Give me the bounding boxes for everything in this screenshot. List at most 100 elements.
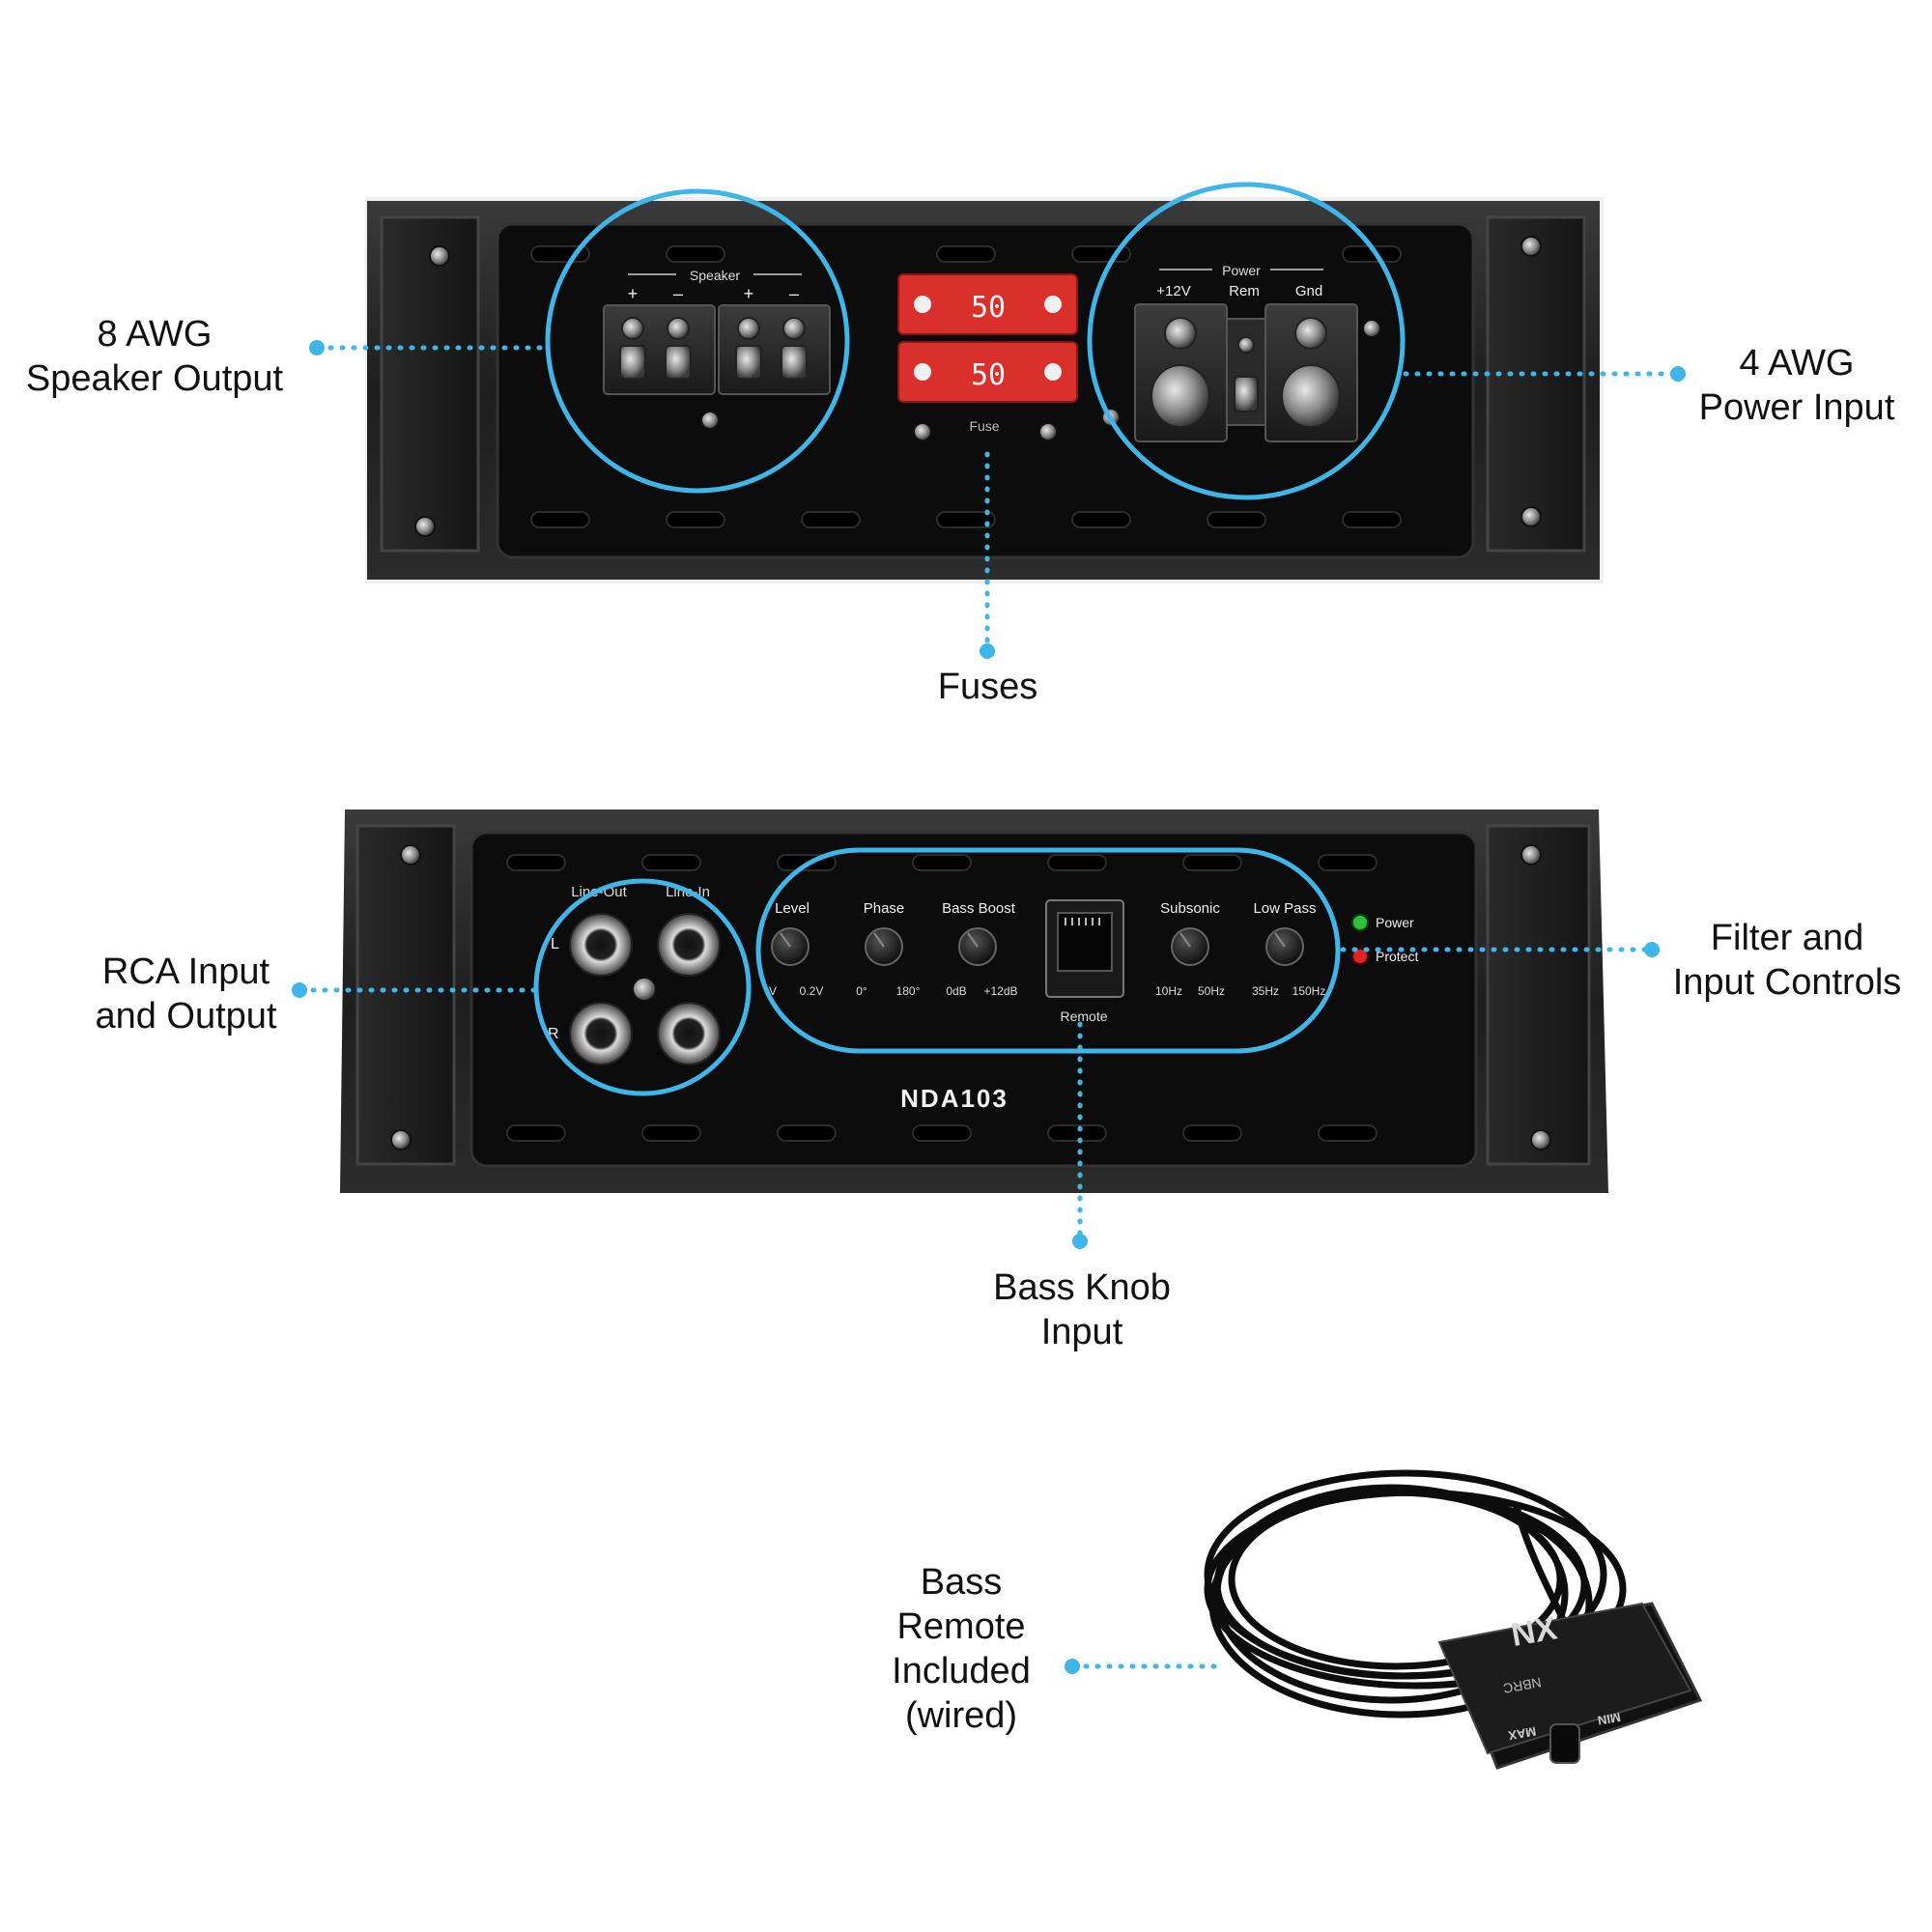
led-power-label: Power <box>1376 915 1414 930</box>
fuse-label: Fuse <box>969 418 999 434</box>
remote-port-pins <box>1065 918 1100 925</box>
callout-speaker-output-line1: 8 AWG <box>97 314 213 355</box>
knob-low-pass[interactable]: Low Pass 35Hz 150Hz <box>1252 900 1325 998</box>
power-led <box>1351 914 1369 931</box>
speaker-screws <box>619 317 808 380</box>
power-label: Power <box>1222 263 1261 278</box>
speaker-terminal-block[interactable]: Speaker + – + – <box>603 268 831 395</box>
amp-signal-side-panel: Line-Out Line-In L R Level V 0.2V Phase <box>340 810 1608 1193</box>
rca-jack-group[interactable]: Line-Out Line-In L R <box>548 884 721 1065</box>
rca-out-right[interactable] <box>569 1002 633 1065</box>
callout-rca-line2: and Output <box>95 996 277 1037</box>
callout-endpoints <box>292 340 1686 1674</box>
callout-bass-remote-line1: Bass <box>920 1562 1003 1603</box>
knob-subsonic-min: 10Hz <box>1155 984 1182 998</box>
terminal-rem-label: Rem <box>1229 283 1260 299</box>
callout-bass-knob: Bass Knob Input <box>966 1265 1198 1354</box>
highlight-rings-top <box>545 182 1406 500</box>
speaker-polarity-1: + <box>628 284 639 303</box>
remote-port[interactable]: Remote <box>1045 899 1124 1024</box>
callout-power-input-line1: 4 AWG <box>1739 343 1855 384</box>
callout-power-input: 4 AWG Power Input <box>1690 341 1903 430</box>
remote-model-text: NBRC <box>1502 1675 1543 1697</box>
callout-filter-controls-line2: Input Controls <box>1672 962 1902 1003</box>
fuse-1 <box>897 273 1078 335</box>
speaker-polarity-2: – <box>673 284 683 303</box>
knob-bass-boost[interactable]: Bass Boost 0dB +12dB <box>942 900 1017 998</box>
knob-bass-boost-min: 0dB <box>946 984 966 998</box>
knob-low-pass-label: Low Pass <box>1253 900 1316 917</box>
speaker-label: Speaker <box>690 268 740 283</box>
knob-level[interactable]: Level V 0.2V <box>769 900 823 998</box>
power-screws <box>1151 317 1341 428</box>
knob-subsonic[interactable]: Subsonic 10Hz 50Hz <box>1155 900 1225 998</box>
callout-bass-remote-line4: (wired) <box>904 1695 1018 1736</box>
remote-logo: NX <box>1509 1609 1560 1654</box>
remote-min-label: MIN <box>1597 1710 1622 1728</box>
power-terminal-block[interactable]: Power +12V Rem Gnd <box>1134 263 1358 442</box>
speaker-polarity-3: + <box>744 284 754 303</box>
left-end-cap-bottom <box>355 824 456 1166</box>
callout-bass-knob-line2: Input <box>1040 1312 1123 1352</box>
knob-level-min: V <box>769 984 777 998</box>
fuse-2-value: 50 <box>971 358 1006 392</box>
remote-top-face <box>1437 1602 1692 1755</box>
remote-max-label: MAX <box>1507 1724 1537 1744</box>
protect-led <box>1351 948 1369 965</box>
terminal-12v-label: +12V <box>1156 283 1190 299</box>
knob-subsonic-max: 50Hz <box>1198 984 1225 998</box>
knob-subsonic-label: Subsonic <box>1160 900 1220 917</box>
remote-cable-coil <box>1204 1469 1627 1719</box>
callout-filter-controls: Filter and Input Controls <box>1657 916 1918 1005</box>
callout-speaker-output-line2: Speaker Output <box>25 358 284 399</box>
callout-rca: RCA Input and Output <box>72 950 299 1038</box>
control-knobs[interactable]: Level V 0.2V Phase 0° 180° Bass Boost 0d… <box>769 900 1325 998</box>
mount-screws-bottom <box>390 844 1551 1151</box>
bass-remote-unit[interactable]: NX NBRC MIN MAX <box>1204 1469 1703 1770</box>
callout-speaker-output: 8 AWG Speaker Output <box>19 312 290 401</box>
status-leds: Power Protect <box>1351 914 1418 965</box>
callout-leaders <box>298 345 1679 1669</box>
knob-phase-min: 0° <box>856 984 867 998</box>
vent-slots-bottom <box>506 854 1378 1142</box>
channel-r-label: R <box>548 1026 559 1042</box>
knob-bass-boost-max: +12dB <box>983 984 1017 998</box>
callout-bass-remote: Bass Remote Included (wired) <box>865 1560 1058 1738</box>
amp-power-side-panel: Speaker + – + – 50 50 Fuse <box>365 182 1604 583</box>
callout-bass-remote-line3: Included <box>892 1651 1031 1691</box>
model-number: NDA103 <box>900 1084 1009 1113</box>
knob-low-pass-max: 150Hz <box>1293 984 1326 998</box>
callout-bass-knob-line1: Bass Knob <box>993 1267 1171 1308</box>
vent-slots-top <box>530 245 1402 528</box>
knob-phase[interactable]: Phase 0° 180° <box>856 900 920 998</box>
knob-low-pass-min: 35Hz <box>1252 984 1279 998</box>
rca-out-left[interactable] <box>569 913 633 977</box>
callout-power-input-line2: Power Input <box>1698 387 1895 428</box>
channel-l-label: L <box>551 936 559 952</box>
rca-in-left[interactable] <box>657 913 721 977</box>
led-protect-label: Protect <box>1376 949 1418 964</box>
highlight-rings-bottom <box>533 847 1341 1096</box>
fuse-2 <box>897 341 1078 403</box>
speaker-polarity-4: – <box>789 284 799 303</box>
remote-label: Remote <box>1060 1009 1107 1024</box>
callout-fuses: Fuses <box>879 665 1096 709</box>
callout-filter-controls-line1: Filter and <box>1710 918 1864 958</box>
remote-bass-dial[interactable] <box>1549 1723 1580 1764</box>
right-end-cap-bottom <box>1486 824 1591 1166</box>
callout-fuses-line1: Fuses <box>937 667 1038 707</box>
knob-phase-label: Phase <box>864 900 905 917</box>
fuse-pair[interactable]: 50 50 Fuse <box>897 273 1078 434</box>
knob-bass-boost-label: Bass Boost <box>942 900 1016 917</box>
callout-rca-line1: RCA Input <box>101 952 270 992</box>
callout-bass-remote-line2: Remote <box>896 1606 1026 1647</box>
knob-phase-max: 180° <box>896 984 921 998</box>
terminal-gnd-label: Gnd <box>1295 283 1322 299</box>
rca-in-right[interactable] <box>657 1002 721 1065</box>
right-end-cap <box>1486 215 1586 553</box>
left-end-cap <box>380 215 480 553</box>
knob-level-label: Level <box>775 900 810 917</box>
knob-level-max: 0.2V <box>800 984 824 998</box>
fuse-1-value: 50 <box>971 291 1006 325</box>
